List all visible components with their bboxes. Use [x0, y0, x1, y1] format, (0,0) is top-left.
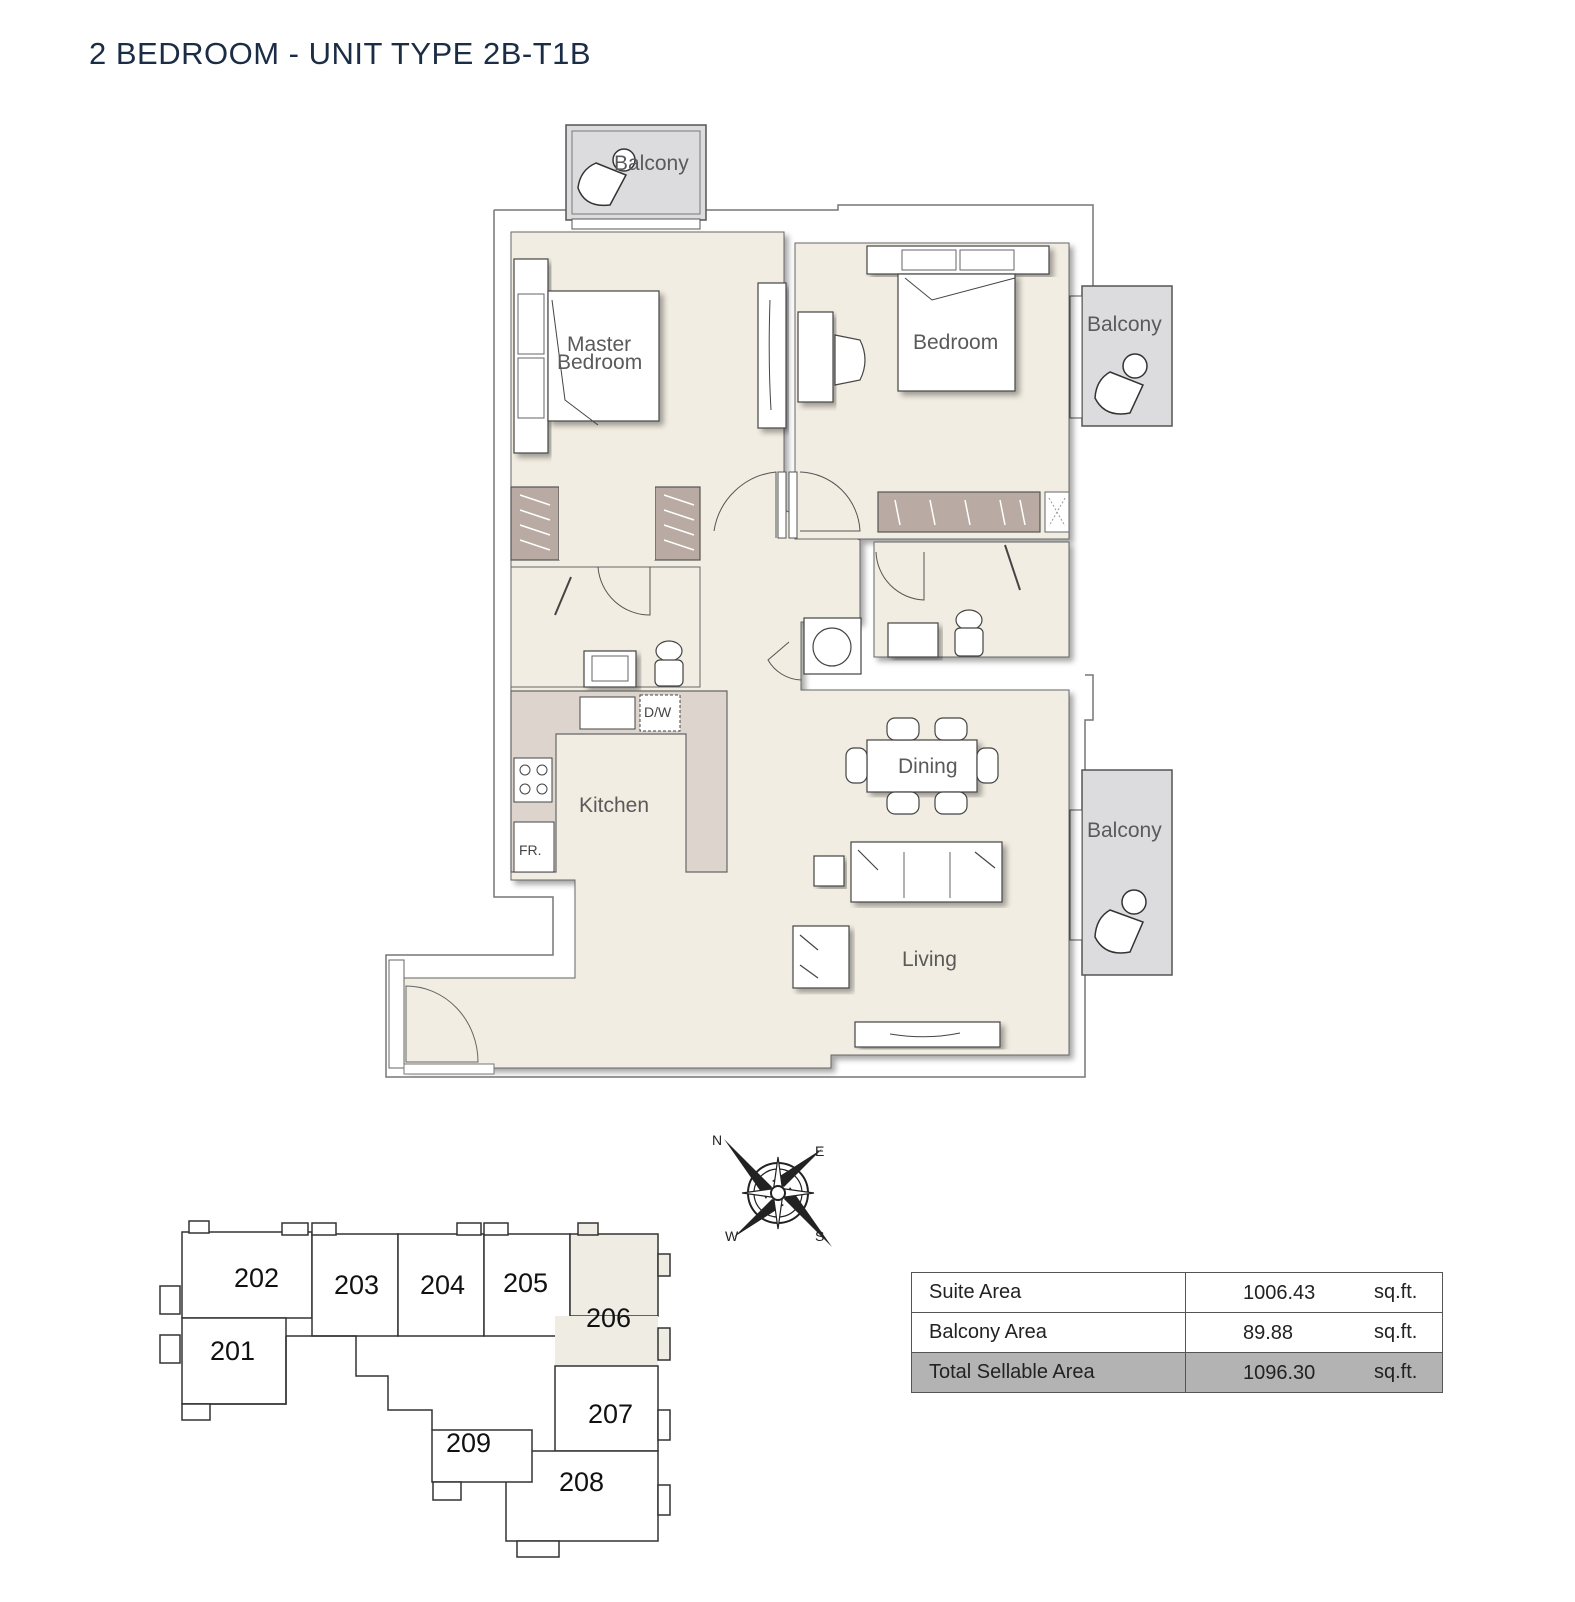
key-unit-204-shape	[397, 1233, 485, 1337]
compass-west: W	[725, 1228, 739, 1244]
compass-rose: N E W S	[712, 1132, 832, 1247]
key-unit-209-shape	[431, 1429, 533, 1483]
balcony-right-upper: Balcony	[1069, 285, 1173, 427]
balcony-right-upper-label: Balcony	[1087, 313, 1162, 336]
key-unit-203: 203	[334, 1270, 379, 1300]
bedroom-furniture	[797, 245, 1070, 533]
kitchen-label: Kitchen	[579, 794, 649, 817]
area-unit: sq.ft.	[1374, 1321, 1418, 1343]
key-unit-207: 207	[588, 1399, 633, 1429]
area-row-balcony: Balcony Area 89.88 sq.ft.	[911, 1312, 1443, 1353]
area-table: Suite Area 1006.43 sq.ft. Balcony Area 89…	[911, 1272, 1443, 1393]
second-bathroom	[803, 544, 1021, 675]
dining-label: Dining	[898, 755, 958, 778]
outer-wall	[385, 204, 1094, 1078]
key-plan	[159, 1220, 671, 1558]
area-row-total: Total Sellable Area 1096.30 sq.ft.	[911, 1352, 1443, 1393]
master-bedroom-label-line1: Master	[567, 333, 631, 356]
compass-east: E	[815, 1143, 824, 1159]
area-value: 89.88	[1243, 1322, 1294, 1344]
key-unit-203-shape	[311, 1233, 399, 1337]
key-unit-208: 208	[559, 1467, 604, 1497]
master-bedroom-label-line2: Bedroom	[557, 351, 642, 374]
key-plan-labels: 201 202 203 204 205 206 207 208 209	[210, 1263, 633, 1497]
kitchen-counters	[510, 690, 728, 873]
area-label: Suite Area	[911, 1272, 1186, 1313]
key-unit-207-shape	[554, 1365, 659, 1452]
hallway-doors	[597, 471, 925, 681]
entrance-door	[388, 959, 495, 1075]
living-label: Living	[902, 948, 957, 971]
key-unit-206: 206	[586, 1303, 631, 1333]
key-unit-209: 209	[446, 1428, 491, 1458]
balcony-top: Balcony	[565, 124, 707, 230]
balcony-right-lower: Balcony	[1069, 769, 1173, 976]
key-unit-202: 202	[234, 1263, 279, 1293]
area-value: 1006.43	[1243, 1282, 1316, 1304]
balcony-right-lower-label: Balcony	[1087, 819, 1162, 842]
area-unit: sq.ft.	[1374, 1281, 1418, 1303]
key-unit-205: 205	[503, 1268, 548, 1298]
area-unit: sq.ft.	[1374, 1361, 1418, 1383]
bedroom-label: Bedroom	[913, 331, 998, 354]
area-label: Total Sellable Area	[911, 1352, 1186, 1393]
balcony-top-label: Balcony	[614, 152, 689, 175]
key-unit-201-shape	[181, 1317, 287, 1405]
fridge-label: FR.	[519, 842, 542, 858]
area-row-suite: Suite Area 1006.43 sq.ft.	[911, 1272, 1443, 1313]
compass-north: N	[712, 1132, 722, 1148]
key-unit-202-shape	[181, 1231, 313, 1319]
master-wardrobe	[510, 478, 701, 561]
compass-south: S	[815, 1228, 824, 1244]
dining-set	[845, 717, 999, 815]
page-title: 2 BEDROOM - UNIT TYPE 2B-T1B	[89, 36, 592, 71]
key-unit-201: 201	[210, 1336, 255, 1366]
master-bathroom	[554, 576, 684, 688]
master-bedroom-furniture	[513, 258, 787, 454]
area-value: 1096.30	[1243, 1362, 1316, 1384]
area-label: Balcony Area	[911, 1312, 1186, 1353]
key-unit-204: 204	[420, 1270, 465, 1300]
living-furniture	[792, 841, 1003, 1048]
dishwasher-label: D/W	[644, 704, 672, 720]
